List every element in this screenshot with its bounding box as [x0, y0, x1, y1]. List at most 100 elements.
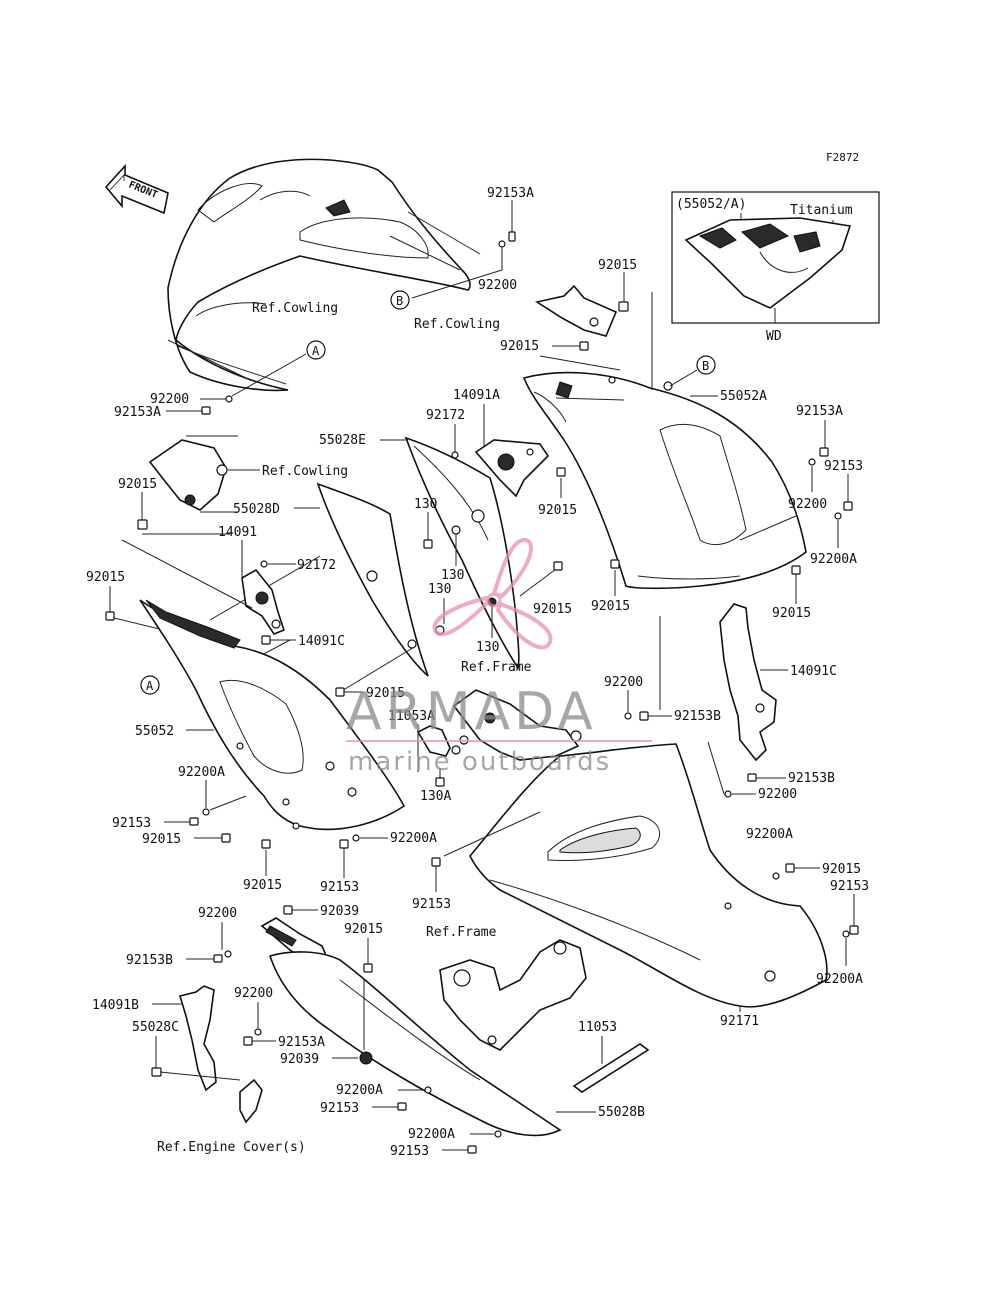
- watermark-tagline: marine outboards: [348, 747, 611, 777]
- callout-92171: 55028C: [132, 1020, 179, 1035]
- callout-92200-center: 92200: [604, 675, 643, 690]
- inset-material: Titanium: [790, 203, 853, 218]
- cowling-side-piece: [534, 284, 618, 337]
- callout-92200A-far: 92200A: [746, 827, 793, 842]
- callout-92153B-center: 92153B: [674, 709, 721, 724]
- callout-55028E: 55028E: [319, 433, 366, 448]
- callout-92015-i: 92015: [366, 686, 405, 701]
- callout-92172-b: 92172: [297, 558, 336, 573]
- callout-92200-ll: 92200: [198, 906, 237, 921]
- callout-92200A-left: 92200A: [178, 765, 225, 780]
- marker-b-top: B: [390, 290, 410, 310]
- callout-92153-ll2: 92153: [390, 1144, 429, 1159]
- callout-92153-ll: 92153: [320, 1101, 359, 1116]
- callout-92153A-top: 92153A: [487, 186, 534, 201]
- cowling-left-piece: [148, 439, 228, 511]
- callout-92200-left: 92200: [150, 392, 189, 407]
- panel-55028E: [404, 436, 520, 670]
- callout-92200-ll2: 92200: [234, 986, 273, 1001]
- callout-92200-right2: 92200: [758, 787, 797, 802]
- front-arrow-icon: FRONT: [104, 163, 169, 215]
- titanium-inset: (55052/A) Titanium WD: [671, 191, 880, 344]
- watermark-brand: ARMADA: [346, 682, 597, 742]
- ref-frame-label-1: Ref.Frame: [461, 660, 532, 675]
- marker-a-top: A: [306, 340, 326, 360]
- callout-92015-k: 92015: [243, 878, 282, 893]
- inset-model: WD: [766, 329, 782, 344]
- bracket-14091B: [178, 985, 263, 1124]
- svg-text:B: B: [396, 294, 403, 308]
- callout-92200-top: 92200: [478, 278, 517, 293]
- callout-92039-a: 92039: [320, 904, 359, 919]
- callout-14091B: 14091B: [92, 998, 139, 1013]
- callout-92153-right3: 92153: [830, 879, 869, 894]
- callout-130A: 130A: [420, 789, 451, 804]
- callout-92015-h: 14091C: [298, 634, 345, 649]
- svg-text:A: A: [146, 679, 154, 693]
- svg-text:B: B: [702, 359, 709, 373]
- right-lower-cowl-55052A: [522, 371, 807, 590]
- callout-11053: 11053: [578, 1020, 617, 1035]
- propeller-logo-icon: [432, 537, 553, 650]
- callout-92200-right: 92200: [788, 497, 827, 512]
- callout-14091A: 14091A: [453, 388, 500, 403]
- callout-92153A-left: 92153A: [114, 405, 161, 420]
- frame-bracket-lower: [439, 939, 587, 1051]
- callout-92200A-ll: 92200A: [336, 1083, 383, 1098]
- callout-92015-b: 92015: [500, 339, 539, 354]
- bracket-14091: [241, 568, 285, 635]
- armada-watermark: ARMADA marine outboards: [346, 537, 652, 777]
- callout-92015-right: 92015: [772, 606, 811, 621]
- figure-id: F2872: [826, 151, 859, 164]
- left-lower-cowl-55052: [139, 599, 406, 831]
- callout-92153B-ll: 92153B: [126, 953, 173, 968]
- callout-55028D: 55028D: [233, 502, 280, 517]
- svg-text:A: A: [312, 344, 320, 358]
- callout-130-b: 130: [441, 568, 464, 583]
- ref-cowling-label-3: Ref.Cowling: [262, 464, 348, 479]
- callout-130-d: 130: [476, 640, 499, 655]
- callout-92153-right2: 92015: [822, 862, 861, 877]
- ref-frame-label-2: Ref.Frame: [426, 925, 497, 940]
- callout-92015-f: 92015: [118, 477, 157, 492]
- callout-92015-a: 92015: [598, 258, 637, 273]
- callout-11053A: 11053A: [388, 709, 435, 724]
- strip-11053: [572, 1043, 650, 1093]
- ref-engine-cover-label: Ref.Engine Cover(s): [157, 1140, 306, 1155]
- marker-b-right: B: [696, 355, 716, 375]
- callout-55052: 55052: [135, 724, 174, 739]
- ref-cowling-label-2: Ref.Cowling: [414, 317, 500, 332]
- callout-55052A: 55052A: [720, 389, 767, 404]
- lower-right-cowl: [469, 743, 828, 1008]
- callout-92015-c: 92015: [538, 503, 577, 518]
- callout-92015-l: 92153: [412, 897, 451, 912]
- marker-a-left: A: [140, 675, 160, 695]
- callout-92153A-right: 92153A: [796, 404, 843, 419]
- callout-92200A-mid: 92200A: [390, 831, 437, 846]
- callout-92015-g: 92015: [86, 570, 125, 585]
- callout-130-c: 130: [428, 582, 451, 597]
- callout-92039-b: 92039: [280, 1052, 319, 1067]
- callout-14091C: 14091C: [790, 664, 837, 679]
- bracket-14091A: [474, 439, 550, 498]
- callout-92015-j: 92015: [142, 832, 181, 847]
- callout-92153-right: 92153: [824, 459, 863, 474]
- callout-130-a: 130: [414, 497, 437, 512]
- panel-55028B: [268, 951, 562, 1137]
- callout-92153-left: 92153: [112, 816, 151, 831]
- inset-part-ref: (55052/A): [676, 197, 746, 212]
- callout-92200A-far2: 92200A: [816, 972, 863, 987]
- callout-92015-m: 92015: [344, 922, 383, 937]
- callout-92200A-right: 92200A: [810, 552, 857, 567]
- callout-14091: 14091: [218, 525, 257, 540]
- callout-92153-mid: 92153: [320, 880, 359, 895]
- callout-55028B: 55028B: [598, 1105, 645, 1120]
- frame-bracket-upper: [452, 689, 582, 761]
- bracket-14091C: [719, 603, 777, 762]
- callout-92015-d: 92015: [591, 599, 630, 614]
- callout-92153A-ll: 92153A: [278, 1035, 325, 1050]
- ref-cowling-label-1: Ref.Cowling: [252, 301, 338, 316]
- callout-92015-e: 92015: [533, 602, 572, 617]
